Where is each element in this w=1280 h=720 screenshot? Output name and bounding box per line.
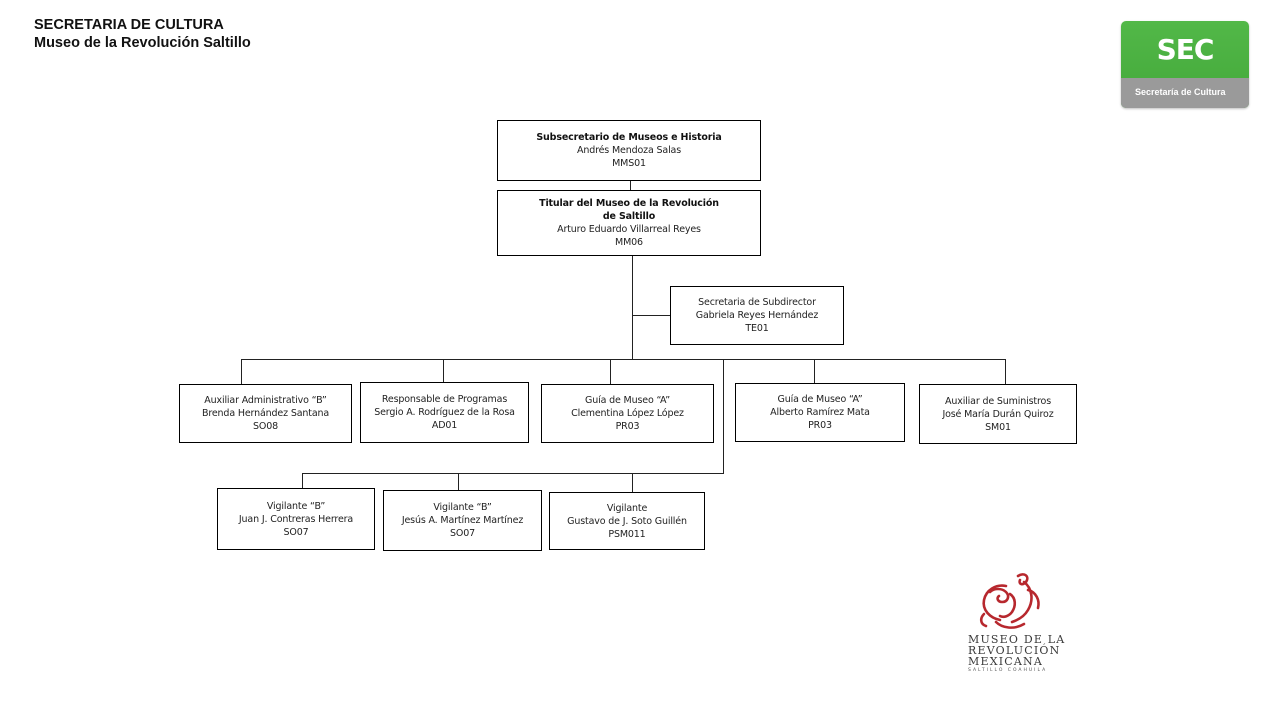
staff-code: PR03 xyxy=(808,420,832,431)
sec-logo-band: Secretaría de Cultura xyxy=(1121,78,1249,108)
staff-name: Sergio A. Rodríguez de la Rosa xyxy=(374,407,515,418)
staff-box-guia-museo-2: Guía de Museo “A” Alberto Ramírez Mata P… xyxy=(735,383,905,442)
titular-code: MM06 xyxy=(615,237,643,248)
staff-code: AD01 xyxy=(431,420,458,431)
museo-word-line: MUSEO DE LA xyxy=(968,633,1066,646)
staff-box-auxiliar-administrativo: Auxiliar Administrativo “B” Brenda Herná… xyxy=(179,384,352,443)
staff-name: Brenda Hernández Santana xyxy=(201,408,330,419)
vigilante-title: Vigilante xyxy=(606,502,648,514)
vigilante-title: Vigilante “B” xyxy=(266,500,326,512)
staff-name: José María Durán Quiroz xyxy=(942,408,1054,420)
museo-place: SALTILLO COAHUILA xyxy=(968,668,1048,673)
page-header: SECRETARIA DE CULTURA Museo de la Revolu… xyxy=(34,16,251,52)
sec-logo-caption: Secretaría de Cultura xyxy=(1135,87,1226,97)
staff-box-auxiliar-suministros: Auxiliar de Suministros José María Durán… xyxy=(919,384,1077,444)
secretaria-title: Secretaria de Subdirector xyxy=(698,297,816,308)
staff-title: Auxiliar Administrativo “B” xyxy=(204,395,327,406)
unit-title: Museo de la Revolución Saltillo xyxy=(34,35,251,51)
vigilante-box-1: Vigilante “B” Juan J. Contreras Herrera … xyxy=(217,488,375,550)
staff-box-responsable-programas: Responsable de Programas Sergio A. Rodrí… xyxy=(360,382,529,443)
secretaria-name: Gabriela Reyes Hernández xyxy=(695,310,819,321)
staff-code: PR03 xyxy=(615,421,640,432)
subsecretario-box: Subsecretario de Museos e Historia André… xyxy=(497,120,761,181)
vigilante-name: Juan J. Contreras Herrera xyxy=(238,513,354,525)
secretaria-code: TE01 xyxy=(745,323,769,334)
subsecretario-code: MMS01 xyxy=(612,158,646,169)
vigilante-box-3: Vigilante Gustavo de J. Soto Guillén PSM… xyxy=(549,492,705,550)
staff-title: Auxiliar de Suministros xyxy=(945,395,1051,407)
vigilante-code: SO07 xyxy=(450,528,475,539)
vigilante-code: PSM011 xyxy=(608,528,646,540)
vigilante-code: SO07 xyxy=(283,526,309,538)
staff-name: Alberto Ramírez Mata xyxy=(770,407,870,418)
staff-title: Guía de Museo “A” xyxy=(777,394,863,405)
vigilante-box-2: Vigilante “B” Jesús A. Martínez Martínez… xyxy=(383,490,542,551)
subsecretario-title: Subsecretario de Museos e Historia xyxy=(536,132,722,143)
museo-revolucion-logo: MUSEO DE LA REVOLUCIÓN MEXICANA SALTILLO… xyxy=(966,570,1066,688)
staff-title: Guía de Museo “A” xyxy=(585,395,670,406)
secretaria-box: Secretaria de Subdirector Gabriela Reyes… xyxy=(670,286,844,345)
museo-word-line: MEXICANA xyxy=(968,655,1043,668)
sec-logo: SEC Secretaría de Cultura xyxy=(1121,21,1249,108)
museo-word-line: REVOLUCIÓN xyxy=(968,644,1061,657)
titular-title-line-2: de Saltillo xyxy=(602,211,656,222)
museo-wordmark: MUSEO DE LA REVOLUCIÓN MEXICANA SALTILLO… xyxy=(968,633,1066,674)
museo-emblem-icon xyxy=(979,573,1040,629)
titular-name: Arturo Eduardo Villarreal Reyes xyxy=(557,224,701,235)
titular-title-line-1: Titular del Museo de la Revolución xyxy=(539,198,719,209)
vigilante-title: Vigilante “B” xyxy=(433,502,492,513)
staff-code: SM01 xyxy=(985,421,1011,433)
subsecretario-name: Andrés Mendoza Salas xyxy=(576,145,682,156)
staff-code: SO08 xyxy=(253,421,278,432)
organization-title: SECRETARIA DE CULTURA xyxy=(34,17,224,33)
vigilante-name: Jesús A. Martínez Martínez xyxy=(401,515,524,526)
staff-box-guia-museo-1: Guía de Museo “A” Clementina López López… xyxy=(541,384,714,443)
sec-logo-mark: SEC xyxy=(1156,33,1215,66)
vigilante-name: Gustavo de J. Soto Guillén xyxy=(567,515,687,527)
staff-title: Responsable de Programas xyxy=(381,394,508,405)
titular-box: Titular del Museo de la Revolución de Sa… xyxy=(497,190,761,256)
staff-name: Clementina López López xyxy=(571,408,684,419)
